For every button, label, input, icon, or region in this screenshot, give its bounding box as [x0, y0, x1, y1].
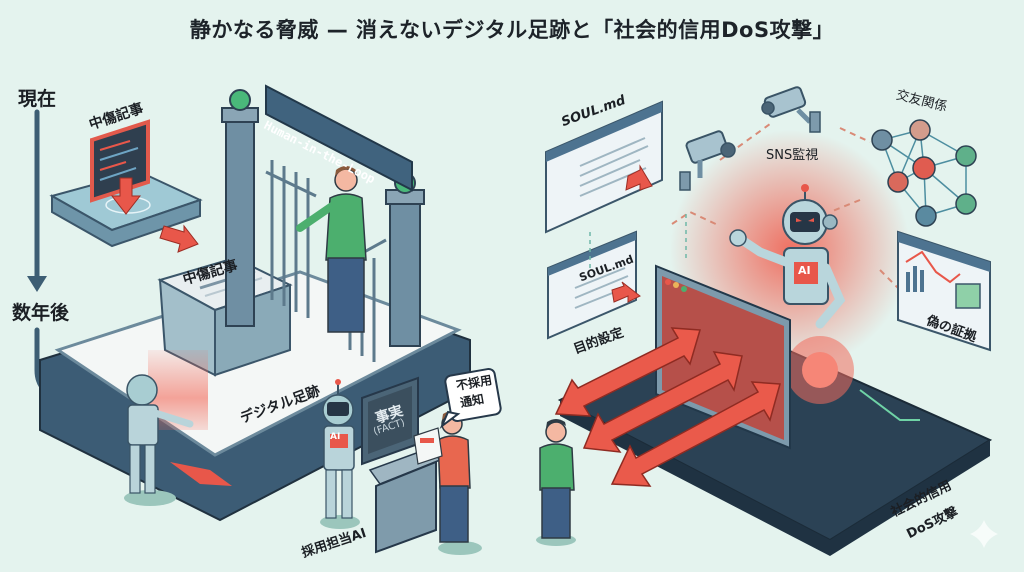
timeline-start-label: 現在: [18, 88, 57, 110]
defamation-article-window: [90, 119, 150, 215]
security-camera-right: [761, 86, 821, 133]
bystander-person: [536, 419, 576, 546]
soul-file-window-top: [545, 100, 663, 234]
gatekeeper-person: [296, 166, 367, 333]
sparkle-icon: [970, 520, 998, 548]
page-title: 静かなる脅威 — 消えないデジタル足跡と「社会的信用DoS攻撃」: [189, 18, 835, 42]
timeline-later-label: 数年後: [12, 302, 70, 324]
security-camera-left: [679, 130, 736, 191]
connection-lines: [671, 123, 901, 291]
angry-ai-badge: AI: [798, 264, 811, 277]
recruiter-robot: [320, 379, 360, 529]
social-graph: [871, 119, 977, 227]
sns-monitoring-label: SNS監視: [766, 148, 819, 163]
soul-file-window-bottom: [547, 230, 641, 340]
angry-ai-robot: [729, 184, 846, 329]
fact-terminal: [361, 376, 442, 554]
inspector-robot: [124, 374, 194, 506]
rejection-bubble: [439, 367, 502, 430]
recruiter-ai-badge: AI: [330, 432, 341, 442]
attack-arrows: [554, 327, 781, 487]
gate: [221, 84, 425, 362]
fake-evidence-window: [897, 230, 991, 352]
